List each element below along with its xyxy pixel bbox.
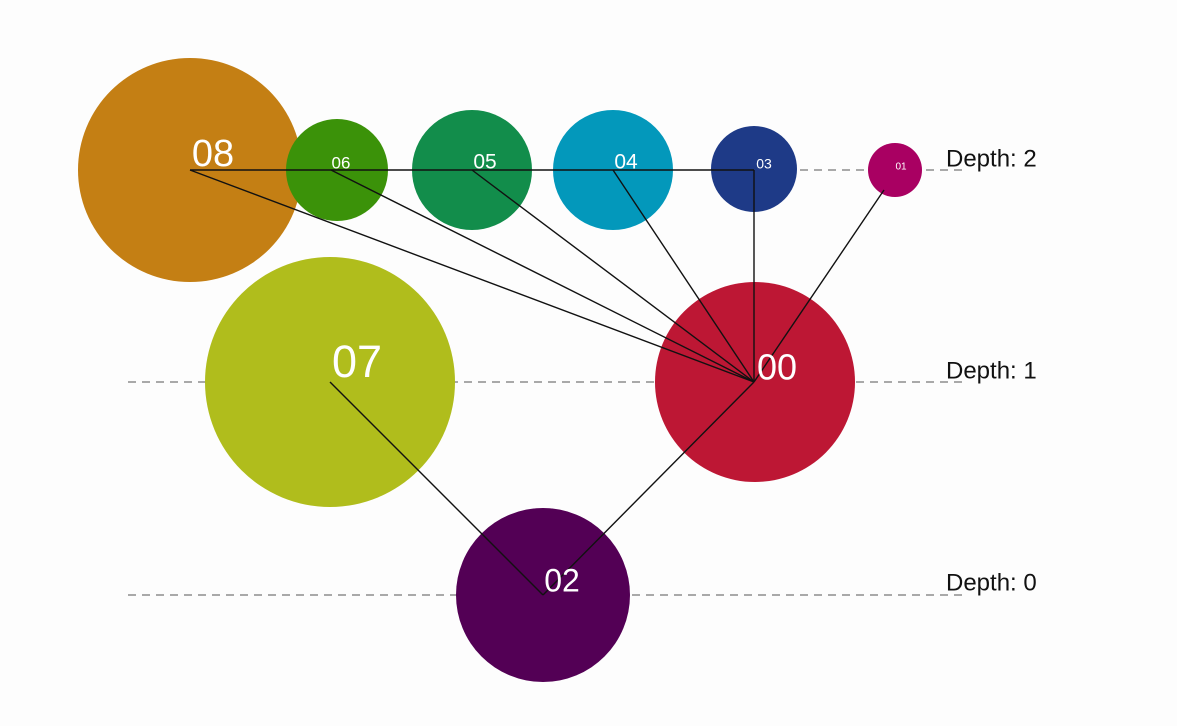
node-06-label: 06 — [332, 153, 351, 172]
depth-label-2: Depth: 2 — [946, 145, 1037, 172]
edge-00-01 — [753, 189, 885, 383]
depth-label-1: Depth: 1 — [946, 357, 1037, 384]
edge-02-07 — [329, 381, 544, 596]
edge-00-05 — [471, 169, 755, 383]
node-01-circle — [868, 143, 922, 197]
edge-00-04 — [612, 169, 755, 383]
node-00-label: 00 — [757, 347, 797, 388]
edge-lines — [189, 169, 885, 596]
node-03-circle — [711, 126, 797, 212]
depth-labels: Depth: 2 Depth: 1 Depth: 0 — [946, 145, 1037, 596]
node-04-label: 04 — [614, 151, 638, 174]
node-03-label: 03 — [756, 156, 772, 172]
edge-00-06 — [330, 169, 755, 383]
edge-02-00 — [542, 381, 755, 596]
node-05-label: 05 — [473, 151, 496, 174]
node-02-label: 02 — [544, 562, 580, 598]
edge-00-08 — [189, 169, 755, 383]
node-07-label: 07 — [332, 336, 382, 387]
node-labels: 08 06 05 04 03 01 07 00 02 — [192, 133, 907, 598]
node-08-label: 08 — [192, 133, 234, 175]
node-01-label: 01 — [895, 162, 907, 173]
depth-label-0: Depth: 0 — [946, 569, 1037, 596]
